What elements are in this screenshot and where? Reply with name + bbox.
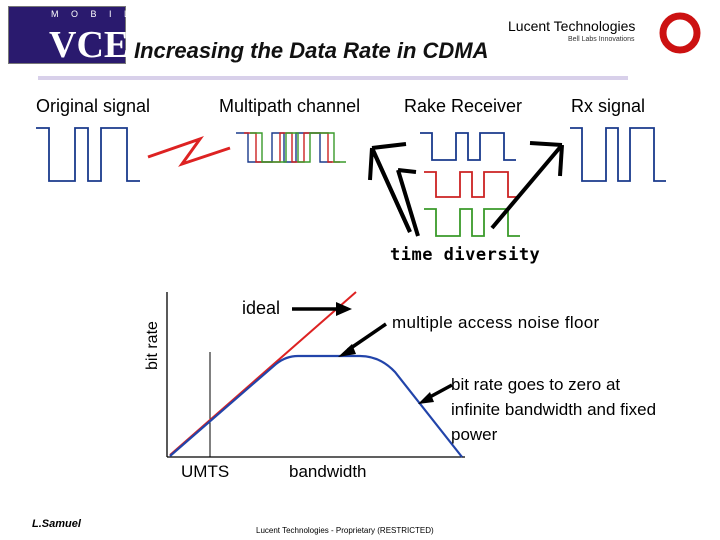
channel-lightning-icon <box>147 136 231 167</box>
rake-finger-1-waveform <box>420 132 516 161</box>
multipath-channel-label: Multipath channel <box>219 96 361 116</box>
umts-label: UMTS <box>181 462 230 481</box>
multipath-waveforms <box>236 132 346 163</box>
vce-logo: M O B I L E VCE <box>8 6 147 66</box>
company-tagline: Bell Labs Innovations <box>568 36 635 43</box>
logo-main-text: VCE <box>49 24 130 66</box>
footer-text: Lucent Technologies - Proprietary (RESTR… <box>256 526 434 535</box>
graph-annotation-arrows <box>292 302 453 404</box>
bitrate-zero-label: bit rate goes to zero at infinite bandwi… <box>451 375 657 444</box>
x-axis-label: bandwidth <box>289 462 367 481</box>
rx-signal-waveform <box>570 127 666 182</box>
logo-top-text: M O B I L E <box>51 9 153 19</box>
time-diversity-label: time diversity <box>390 245 541 265</box>
actual-curve <box>169 354 463 458</box>
multipath-path-2 <box>244 132 340 163</box>
multipath-path-3 <box>250 132 346 163</box>
ideal-label: ideal <box>242 298 281 318</box>
original-signal-label: Original signal <box>36 96 151 116</box>
header-rule <box>38 76 628 80</box>
y-axis-label: bit rate <box>144 321 161 370</box>
rx-signal-label: Rx signal <box>571 96 646 116</box>
slide-title: Increasing the Data Rate in CDMA <box>134 38 489 63</box>
company-name: Lucent Technologies <box>508 18 636 34</box>
lucent-ring-icon <box>659 12 701 54</box>
original-signal-waveform <box>36 127 140 182</box>
noise-floor-label: multiple access noise floor <box>392 313 600 332</box>
time-diversity-arrows <box>368 141 564 237</box>
rake-receiver-label: Rake Receiver <box>404 96 523 116</box>
author-label: L.Samuel <box>32 518 81 530</box>
multipath-path-1 <box>236 132 332 163</box>
rake-finger-2-waveform <box>424 171 520 198</box>
